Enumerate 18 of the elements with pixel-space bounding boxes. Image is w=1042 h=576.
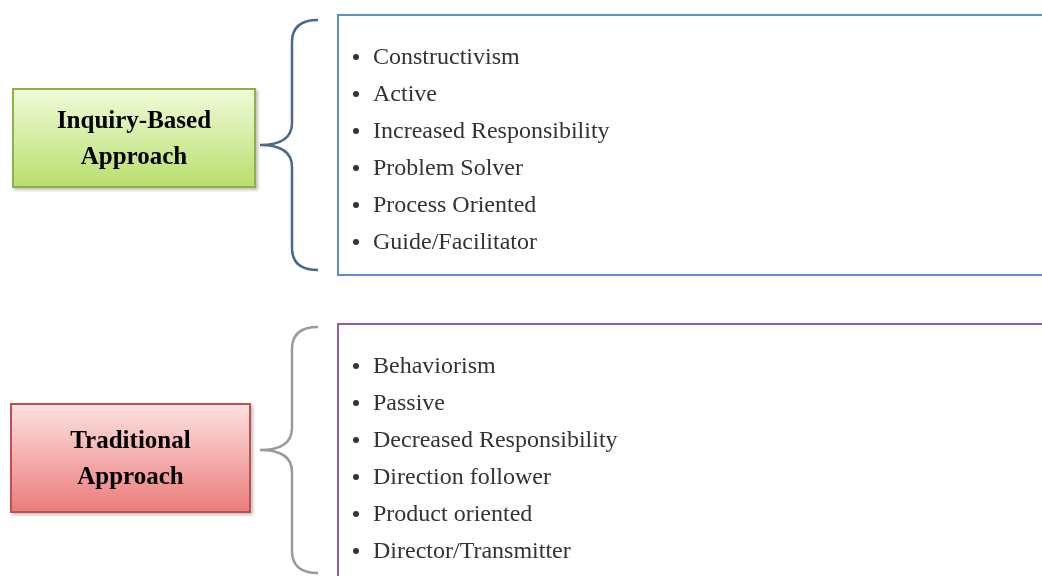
bullet-item: Decreased Responsibility: [373, 425, 618, 454]
bullet-item: Active: [373, 79, 437, 108]
bullet-item: Director/Transmitter: [373, 536, 571, 565]
list-box: [337, 14, 1042, 276]
bullet-item: Direction follower: [373, 462, 551, 491]
bullet-item: Passive: [373, 388, 445, 417]
bullet-item: Process Oriented: [373, 190, 537, 219]
list-box: [337, 323, 1042, 576]
bullet-item: Guide/Facilitator: [373, 227, 537, 256]
bullet-item: Product oriented: [373, 499, 533, 528]
approach-title: Inquiry-Based Approach: [55, 105, 213, 171]
bullet-item: Constructivism: [373, 42, 520, 71]
bullet-item: Increased Responsibility: [373, 116, 610, 145]
bullet-item: Problem Solver: [373, 153, 523, 182]
approach-box: [10, 403, 251, 513]
approach-title: Traditional Approach: [69, 425, 192, 491]
approach-box: [12, 88, 256, 188]
bullet-item: Behaviorism: [373, 351, 496, 380]
